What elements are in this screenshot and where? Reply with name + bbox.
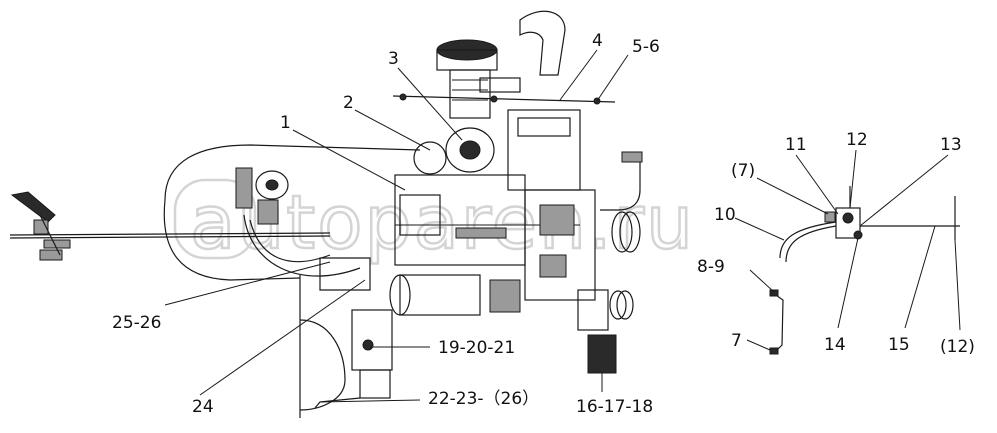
callout-7: 7 — [731, 331, 742, 351]
control-unit — [235, 167, 361, 277]
callout-25-26: 25-26 — [112, 313, 161, 333]
callout-8-9: 8-9 — [697, 257, 725, 277]
top-linkage — [392, 93, 616, 105]
right-linkage — [769, 186, 960, 355]
callout-10: 10 — [714, 205, 736, 225]
callout-13: 13 — [940, 135, 962, 155]
callout-5-6: 5-6 — [632, 37, 660, 57]
callout-15: 15 — [888, 335, 910, 355]
leader-lines — [164, 49, 961, 403]
callout-11: 11 — [785, 135, 807, 155]
pedal-assembly — [9, 191, 331, 261]
callout-12: 12 — [846, 130, 868, 150]
callout-7-ref: (7) — [731, 161, 755, 181]
callout-1: 1 — [280, 113, 291, 133]
callout-4: 4 — [592, 31, 603, 51]
callout-24: 24 — [192, 397, 214, 417]
callout-3: 3 — [388, 49, 399, 69]
callout-12-ref: (12) — [940, 337, 975, 357]
callout-19-20-21: 19-20-21 — [438, 338, 515, 358]
callout-2: 2 — [343, 93, 354, 113]
watermark: autoparen.ru — [173, 178, 694, 267]
callout-22-23-26: 22-23-（26） — [428, 389, 539, 409]
callout-16-17-18: 16-17-18 — [576, 397, 653, 417]
callout-14: 14 — [824, 335, 846, 355]
cab-outline — [163, 144, 421, 281]
engine-block — [299, 10, 643, 418]
callout-labels: 1 2 3 4 5-6 11 12 13 (7) 10 8-9 7 14 15 … — [112, 31, 975, 417]
